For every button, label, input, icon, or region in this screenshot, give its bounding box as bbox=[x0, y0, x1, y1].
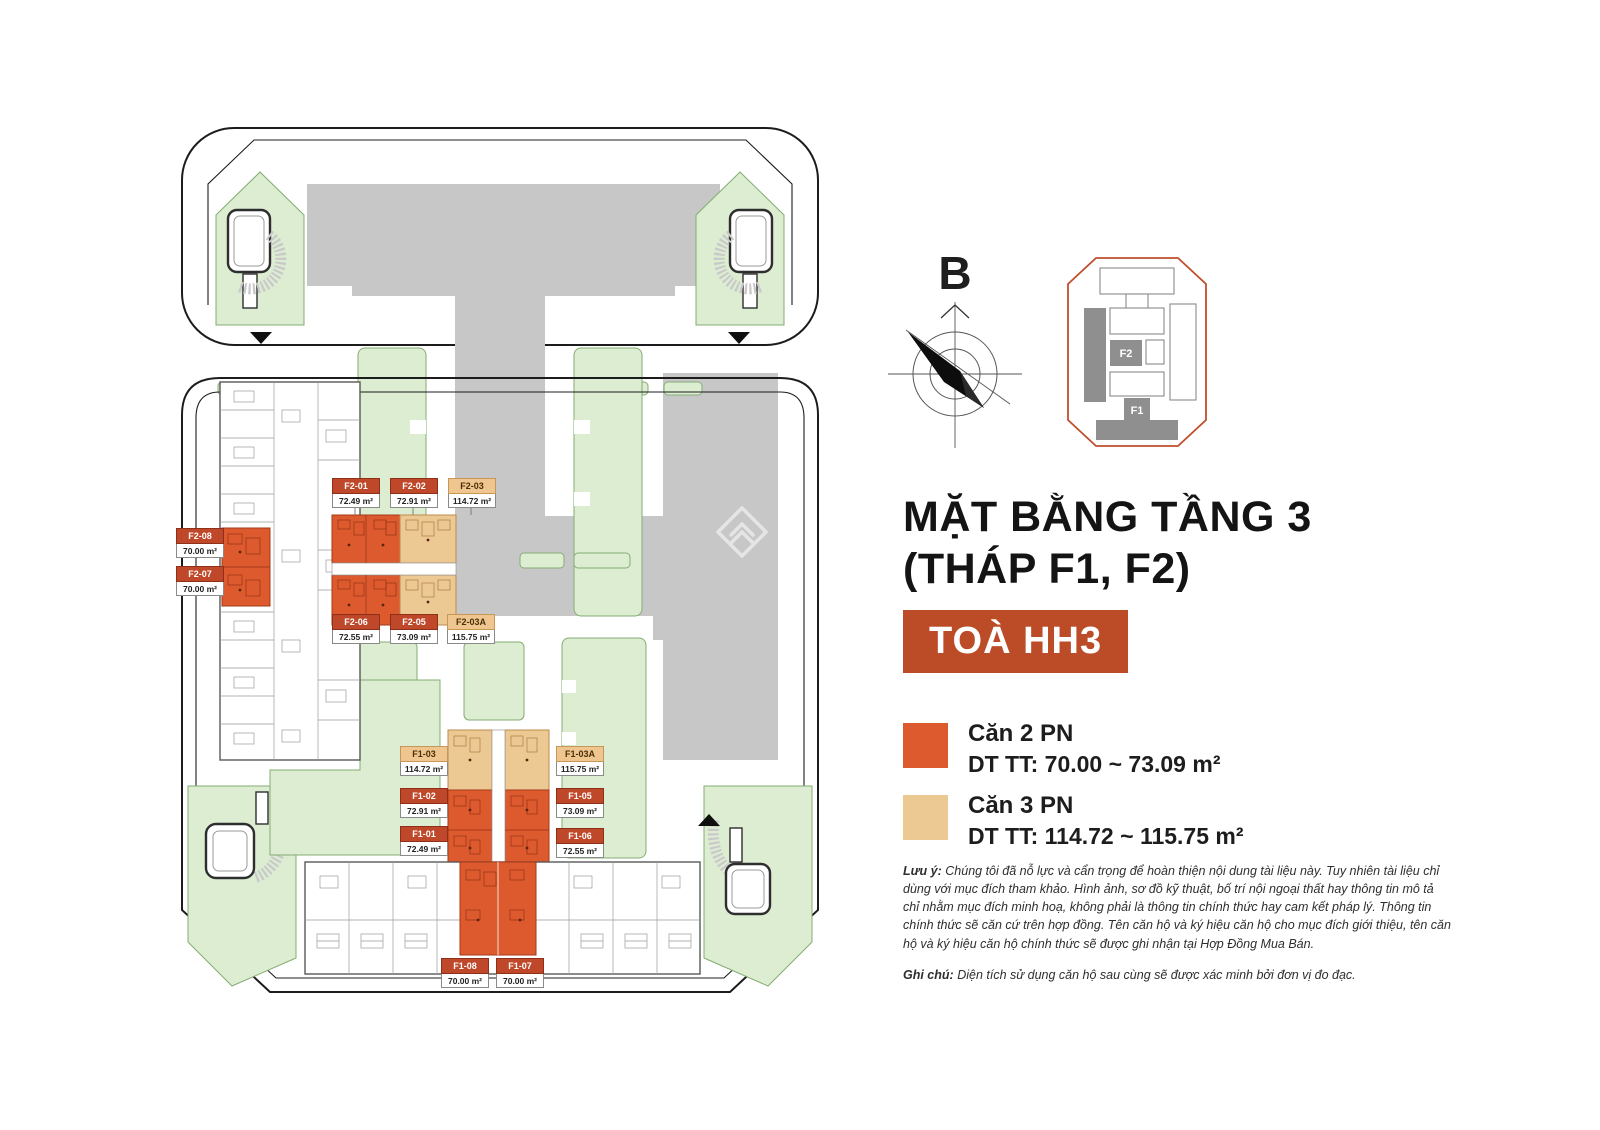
note-ghi-chu: Ghi chú: Diện tích sử dụng căn hộ sau cù… bbox=[903, 967, 1356, 982]
legend-area-3pn: DT TT: 114.72 ~ 115.75 m² bbox=[968, 823, 1244, 849]
gray-building-masses bbox=[307, 184, 778, 760]
watermark-logo-icon bbox=[716, 506, 768, 558]
entry-arrow-down-icon bbox=[250, 332, 272, 344]
building-badge: TOÀ HH3 bbox=[903, 610, 1129, 673]
lower-left-ramp-area bbox=[187, 785, 298, 987]
f2-07-08-units bbox=[221, 527, 271, 607]
site-plan bbox=[181, 127, 819, 993]
entry-arrow-down-icon bbox=[728, 332, 750, 344]
f2-tower-units bbox=[331, 506, 472, 626]
note-luu-y: Lưu ý: Chúng tôi đã nỗ lực và cẩn trọng … bbox=[903, 864, 1451, 951]
upper-right-ramp-area bbox=[695, 171, 785, 344]
f1-tower-units bbox=[447, 729, 550, 869]
compass-icon bbox=[888, 302, 1022, 448]
legend-area-2pn: DT TT: 70.00 ~ 73.09 m² bbox=[968, 751, 1221, 777]
key-map-f2-label: F2 bbox=[1120, 348, 1133, 360]
entry-arrow-up-icon bbox=[698, 814, 720, 826]
upper-left-ramp-area bbox=[215, 171, 305, 344]
legend-swatch-3pn bbox=[903, 795, 948, 840]
f1-07-08-units bbox=[459, 861, 537, 956]
compass-north-label: B bbox=[938, 247, 972, 299]
legend-row-3pn: Căn 3 PN DT TT: 114.72 ~ 115.75 m² bbox=[903, 792, 1244, 850]
lower-right-ramp-area bbox=[698, 785, 813, 987]
legend-swatch-2pn bbox=[903, 723, 948, 768]
legend-name-3pn: Căn 3 PN bbox=[968, 792, 1074, 819]
page-title-line1: MẶT BẰNG TẦNG 3 bbox=[903, 493, 1312, 541]
legend-name-2pn: Căn 2 PN bbox=[968, 720, 1074, 747]
legend-row-2pn: Căn 2 PN DT TT: 70.00 ~ 73.09 m² bbox=[903, 720, 1220, 778]
page-title: MẶT BẰNG TẦNG 3 (THÁP F1, F2) bbox=[903, 492, 1312, 595]
page-title-line2: (THÁP F1, F2) bbox=[903, 544, 1191, 593]
disclaimer-notes: Lưu ý: Chúng tôi đã nỗ lực và cẩn trọng … bbox=[903, 862, 1451, 997]
key-map: F2 F1 bbox=[1067, 257, 1207, 447]
key-map-f1-label: F1 bbox=[1131, 405, 1144, 417]
f1-podium-building bbox=[304, 861, 701, 975]
lower-site-boundary bbox=[181, 377, 819, 993]
